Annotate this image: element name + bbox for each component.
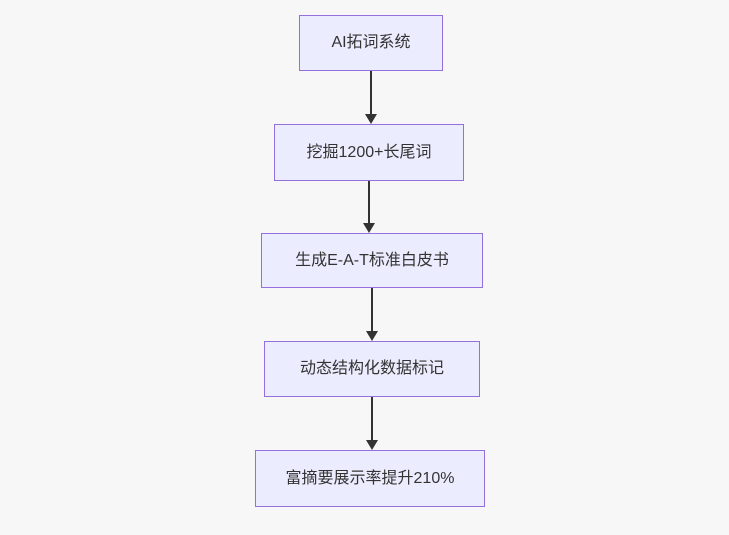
flowchart-node-label: 富摘要展示率提升210% — [285, 469, 455, 487]
flowchart-node-n2: 挖掘1200+长尾词 — [274, 124, 464, 181]
flowchart-node-label: 动态结构化数据标记 — [299, 360, 444, 378]
flow-arrow-line-n4-n5 — [371, 397, 373, 442]
flow-arrow-line-n3-n4 — [371, 288, 373, 333]
flowchart-node-n5: 富摘要展示率提升210% — [255, 450, 485, 507]
flow-arrowhead-icon-n3-n4 — [366, 331, 378, 341]
flowchart-node-n4: 动态结构化数据标记 — [264, 341, 480, 397]
flowchart-node-label: AI拓词系统 — [331, 34, 411, 52]
flowchart-node-n3: 生成E-A-T标准白皮书 — [261, 233, 483, 288]
flow-arrow-line-n2-n3 — [368, 181, 370, 225]
flow-arrowhead-icon-n2-n3 — [363, 223, 375, 233]
flowchart-node-label: 生成E-A-T标准白皮书 — [295, 251, 449, 269]
flowchart-node-label: 挖掘1200+长尾词 — [306, 143, 432, 161]
flow-arrowhead-icon-n4-n5 — [366, 440, 378, 450]
flow-arrowhead-icon-n1-n2 — [365, 114, 377, 124]
flow-arrow-line-n1-n2 — [370, 71, 372, 116]
flowchart-node-n1: AI拓词系统 — [299, 15, 443, 71]
